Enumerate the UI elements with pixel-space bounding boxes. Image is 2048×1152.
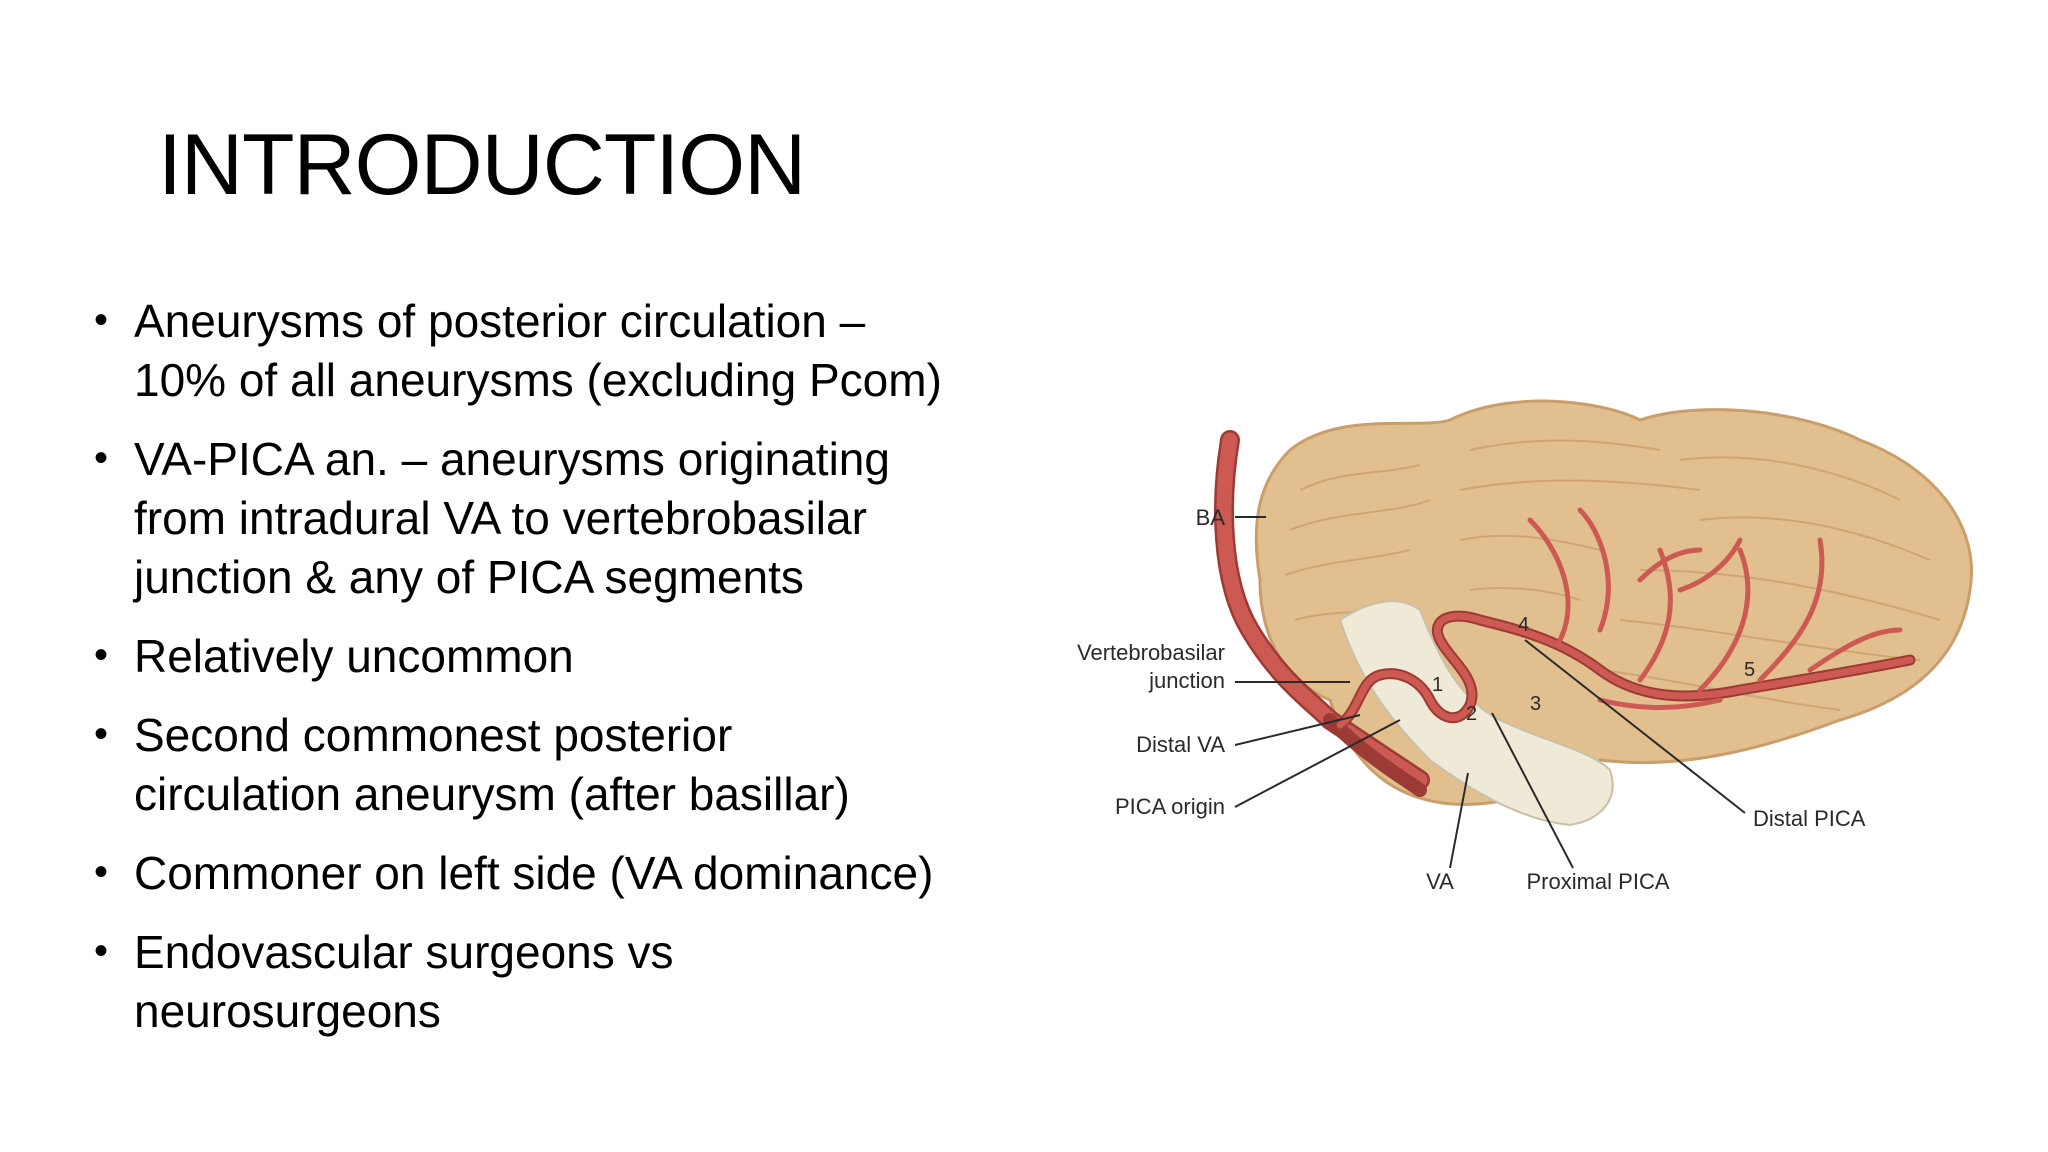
folia-texture	[1284, 439, 1941, 711]
distal-pica-branches	[1527, 507, 1903, 710]
label-distal-pica: Distal PICA	[1753, 806, 1866, 831]
bullet-item: • Aneurysms of posterior circulation – 1…	[92, 292, 1042, 410]
segment-number: 4	[1518, 614, 1529, 636]
bullet-dot-icon: •	[94, 633, 109, 677]
anatomy-illustration: BA Vertebrobasilar junction Distal VA PI…	[1077, 399, 1973, 894]
bullet-item: • Second commonest posterior circulation…	[92, 706, 1042, 824]
label-distal-va: Distal VA	[1136, 732, 1225, 757]
label-pica-origin: PICA origin	[1115, 794, 1225, 819]
segment-number: 1	[1432, 674, 1443, 696]
bullet-dot-icon: •	[94, 712, 109, 756]
label-vertebrobasilar: Vertebrobasilar	[1077, 640, 1225, 665]
bullet-item: • VA-PICA an. – aneurysms originating fr…	[92, 430, 1042, 607]
cerebellum-anatomy-figure: BA Vertebrobasilar junction Distal VA PI…	[1040, 380, 2000, 920]
pica-artery	[1334, 610, 1916, 731]
bullet-item: • Endovascular surgeons vs neurosurgeons	[92, 923, 1042, 1041]
bullet-text: VA-PICA an. – aneurysms originating from…	[134, 433, 890, 603]
bullet-text: Commoner on left side (VA dominance)	[134, 847, 934, 899]
segment-number: 5	[1744, 659, 1755, 681]
segment-number: 3	[1530, 693, 1541, 715]
leader-lines	[1234, 516, 1746, 869]
bullet-text: Second commonest posterior circulation a…	[134, 709, 850, 820]
bullet-dot-icon: •	[94, 436, 109, 480]
label-proximal-pica: Proximal PICA	[1526, 869, 1669, 894]
label-va: VA	[1426, 869, 1454, 894]
label-junction: junction	[1148, 668, 1225, 693]
brainstem-shape	[1338, 600, 1614, 827]
bullet-text: Aneurysms of posterior circulation – 10%…	[134, 295, 942, 406]
segment-number: 2	[1466, 703, 1477, 725]
bullet-dot-icon: •	[94, 929, 109, 973]
bullet-dot-icon: •	[94, 850, 109, 894]
bullet-item: • Relatively uncommon	[92, 627, 1042, 686]
slide-title: INTRODUCTION	[158, 117, 806, 213]
bullet-item: • Commoner on left side (VA dominance)	[92, 844, 1042, 903]
bullet-list: • Aneurysms of posterior circulation – 1…	[92, 292, 1042, 1061]
bullet-text: Endovascular surgeons vs neurosurgeons	[134, 926, 674, 1037]
bullet-dot-icon: •	[94, 298, 109, 342]
label-ba: BA	[1196, 505, 1226, 530]
bullet-text: Relatively uncommon	[134, 630, 574, 682]
